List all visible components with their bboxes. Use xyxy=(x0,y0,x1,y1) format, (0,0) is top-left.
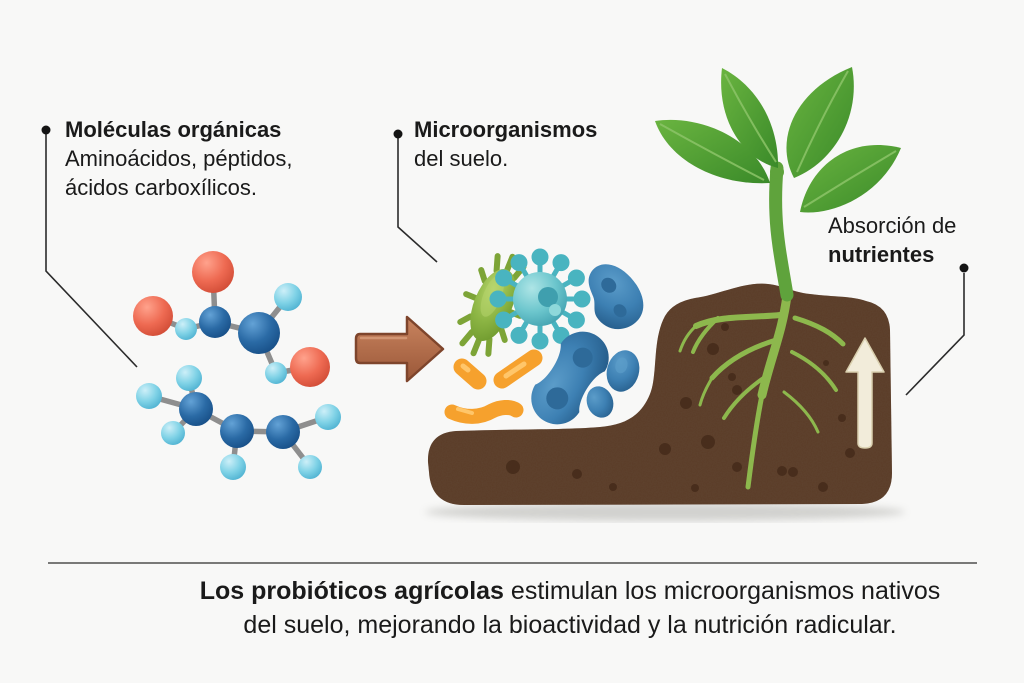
carbon-atom xyxy=(220,414,254,448)
leader-lines xyxy=(45,134,965,396)
plant-roots xyxy=(678,290,846,490)
caption: Los probióticos agrícolas estimulan los … xyxy=(140,574,1000,642)
soil-shadow xyxy=(425,503,905,521)
caption-line2: del suelo, mejorando la bioactividad y l… xyxy=(243,611,897,639)
caption-line1: Los probióticos agrícolas estimulan los … xyxy=(140,574,1000,608)
caption-line1-rest: estimulan los microorganismos nativos xyxy=(503,577,941,605)
hydrogen-atom xyxy=(298,455,322,479)
leader-line-microbes xyxy=(397,138,438,263)
plant-stem xyxy=(769,161,794,302)
caption-lead-bold: Los probióticos agrícolas xyxy=(199,577,504,605)
hydrogen-atom xyxy=(315,404,341,430)
carbon-atom xyxy=(199,306,231,338)
label-organic-molecules: Moléculas orgánicas Aminoácidos, péptido… xyxy=(65,115,292,202)
leader-dot xyxy=(393,129,403,139)
label-soil-microorganisms-title: Microorganismos xyxy=(414,117,598,142)
leader-line-molecules xyxy=(45,134,138,368)
hydrogen-atom xyxy=(161,421,185,445)
carbon-atom xyxy=(179,392,213,426)
leader-dots xyxy=(41,125,969,273)
organic-molecule-illustration xyxy=(133,251,341,480)
oxygen-atom xyxy=(192,251,234,293)
microbe-blue-kidney xyxy=(588,264,644,330)
label-soil-microorganisms-subtitle: del suelo. xyxy=(414,146,509,171)
hydrogen-atom xyxy=(265,362,287,384)
microbe-blue-oval xyxy=(606,350,640,392)
plant-illustration xyxy=(655,67,901,490)
hydrogen-atom xyxy=(175,318,197,340)
label-nutrient-absorption-line1: Absorción de xyxy=(828,213,957,238)
label-organic-molecules-line2: ácidos carboxílicos. xyxy=(65,175,257,200)
hydrogen-atom xyxy=(136,383,162,409)
hydrogen-atom xyxy=(220,454,246,480)
soil-pebbles xyxy=(506,323,855,492)
label-nutrient-absorption: Absorción de nutrientes xyxy=(828,211,956,269)
oxygen-atom xyxy=(133,296,173,336)
soil-microbes-illustration xyxy=(444,248,644,425)
hydrogen-atom xyxy=(274,283,302,311)
molecule-atoms xyxy=(133,251,341,480)
microbes-orange xyxy=(444,349,543,424)
arrow-up-icon xyxy=(845,337,885,449)
oxygen-atom xyxy=(290,347,330,387)
carbon-atom xyxy=(266,415,300,449)
label-nutrient-absorption-line2: nutrientes xyxy=(828,242,935,267)
carbon-atom xyxy=(238,312,280,354)
arrow-right-icon xyxy=(354,315,445,383)
microbe-blue-oval xyxy=(586,386,614,418)
label-soil-microorganisms: Microorganismos del suelo. xyxy=(414,115,597,173)
plant-leaves xyxy=(655,67,901,213)
label-organic-molecules-line1: Aminoácidos, péptidos, xyxy=(65,146,293,171)
leader-dot xyxy=(41,125,51,135)
microbe-blue-peanut xyxy=(531,331,609,425)
label-organic-molecules-title: Moléculas orgánicas xyxy=(65,117,282,142)
hydrogen-atom xyxy=(176,365,202,391)
leader-dot xyxy=(959,263,969,273)
virus-teal xyxy=(489,248,591,350)
leader-line-absorption xyxy=(905,273,965,396)
